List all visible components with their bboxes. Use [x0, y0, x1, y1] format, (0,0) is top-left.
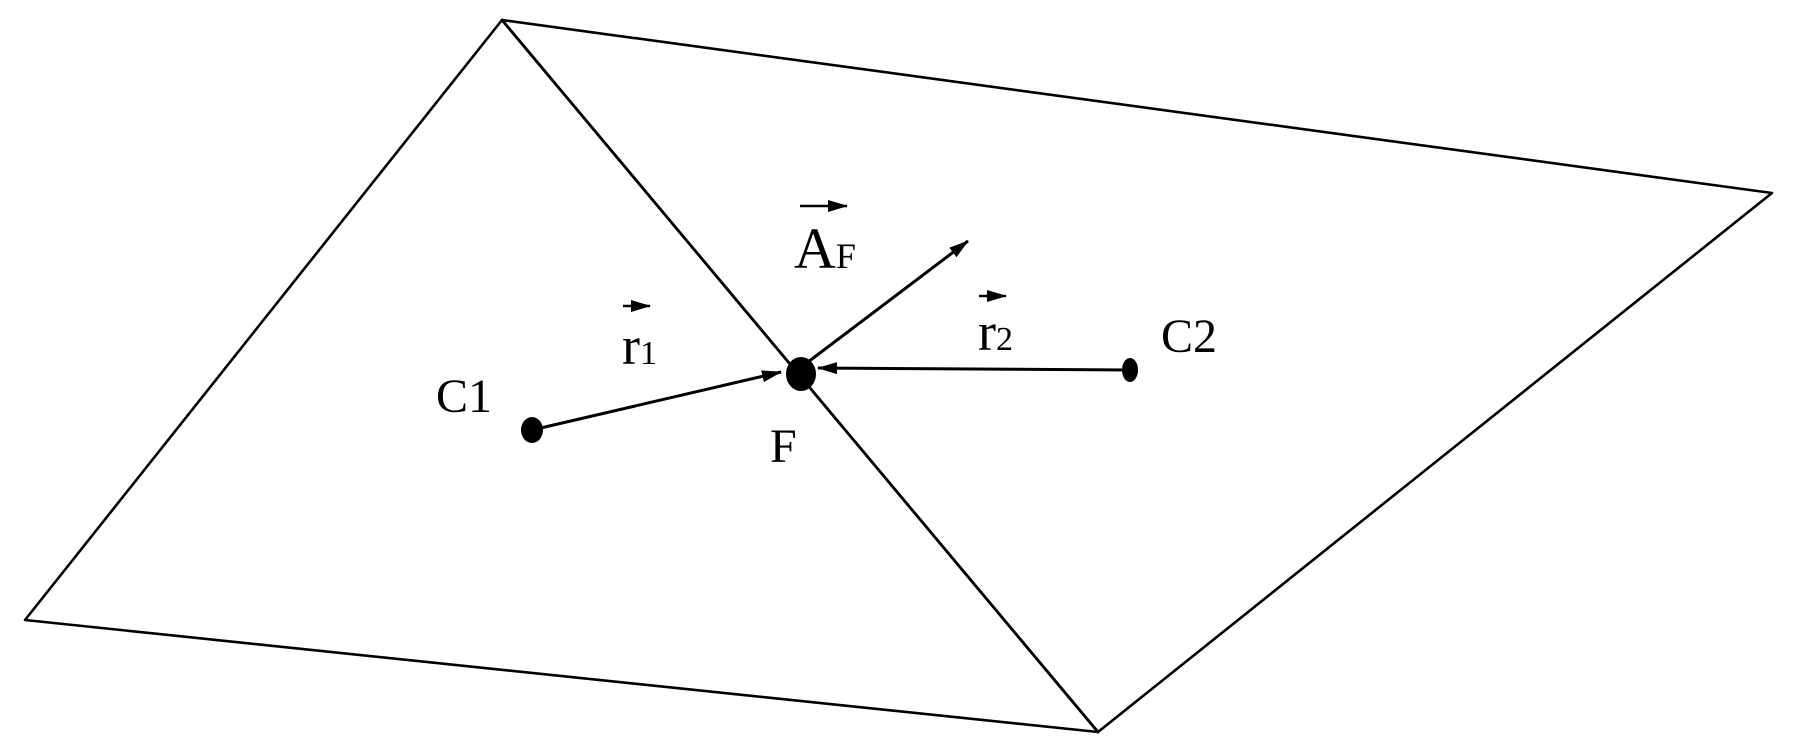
cell-1-outline	[23, 18, 1100, 734]
svg-text:r1: r1	[622, 316, 657, 376]
cell-2-outline	[500, 18, 1774, 734]
label-area-vector: AF	[794, 200, 856, 281]
r1-base: r	[622, 316, 640, 376]
svg-text:AF: AF	[794, 216, 856, 281]
label-c1: C1	[436, 370, 492, 423]
label-c2: C2	[1161, 310, 1217, 363]
face-center-f-point	[786, 357, 816, 391]
label-r2: r2	[978, 290, 1013, 362]
label-r1: r1	[622, 300, 657, 376]
r2-subscript: 2	[996, 321, 1013, 358]
r1-subscript: 1	[640, 335, 657, 372]
af-base: A	[794, 216, 836, 281]
r2-base: r	[978, 302, 996, 362]
svg-text:r2: r2	[978, 302, 1013, 362]
af-subscript: F	[836, 236, 856, 276]
label-f: F	[770, 420, 797, 473]
area-normal-vector-arrow	[807, 239, 969, 364]
cell-center-c2-point	[1122, 358, 1138, 382]
r2-vector-arrow	[817, 362, 1131, 375]
r1-vector-arrow	[531, 370, 782, 432]
cell-center-c1-point	[521, 417, 543, 443]
